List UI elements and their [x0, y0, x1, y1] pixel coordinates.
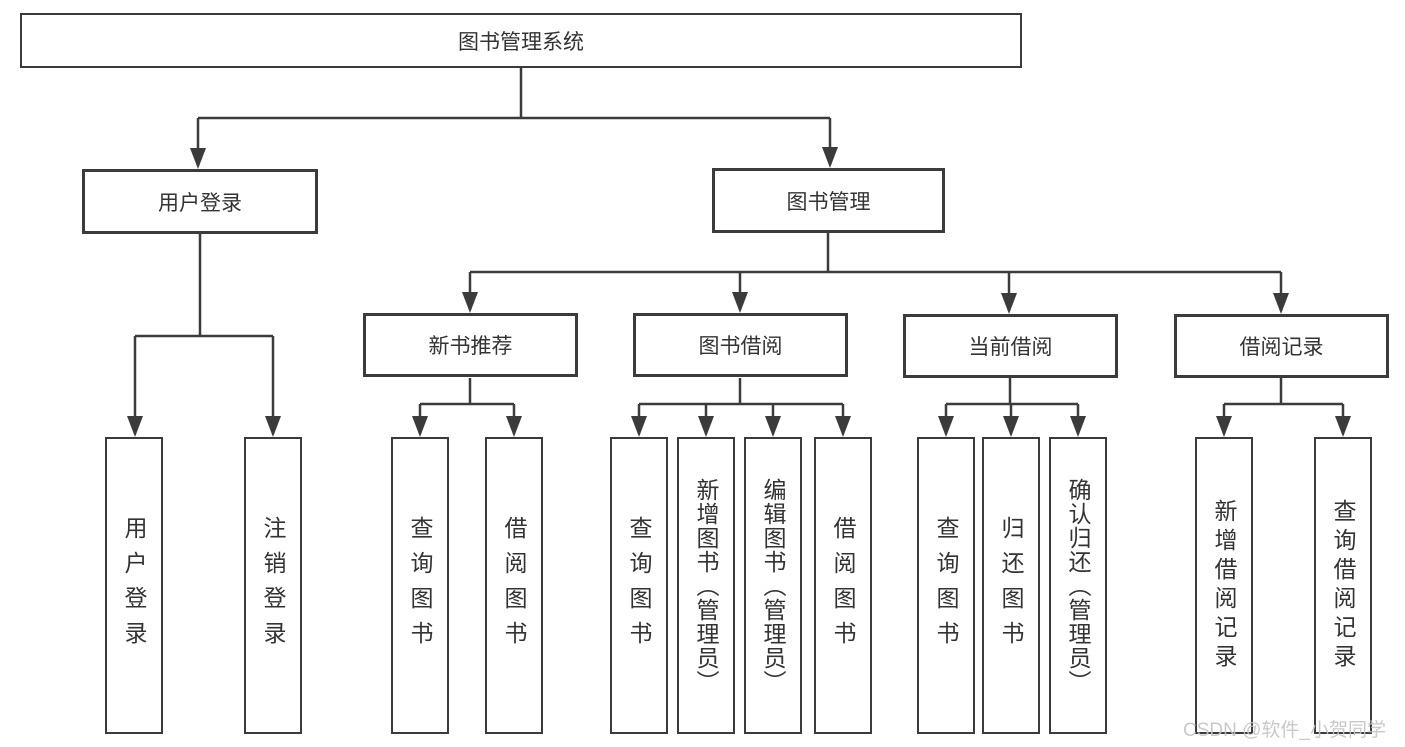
leaf-logout: 注销登录: [244, 437, 302, 734]
node-library-management-system: 图书管理系统: [20, 13, 1022, 68]
leaf-br-add-record: 新增借阅记录: [1195, 437, 1253, 734]
node-borrowing-records: 借阅记录: [1174, 314, 1389, 378]
leaf-cb-return-books: 归还图书: [982, 437, 1040, 734]
node-new-book-recommend: 新书推荐: [363, 313, 578, 377]
node-book-borrowing: 图书借阅: [633, 313, 848, 377]
leaf-bb-add-books-admin: 新增图书（管理员）: [677, 437, 735, 734]
node-current-borrowing: 当前借阅: [903, 314, 1118, 378]
leaf-bb-edit-books-admin: 编辑图书（管理员）: [744, 437, 802, 734]
leaf-cb-query-books: 查询图书: [917, 437, 975, 734]
node-book-management: 图书管理: [712, 168, 945, 233]
leaf-nb-query-books: 查询图书: [391, 437, 449, 734]
csdn-watermark: CSDN @软件_小贺同学: [1183, 720, 1386, 741]
leaf-br-query-record: 查询借阅记录: [1314, 437, 1372, 734]
leaf-nb-borrow-books: 借阅图书: [485, 437, 543, 734]
arrowheads: [127, 147, 1351, 437]
node-user-login: 用户登录: [82, 169, 318, 234]
leaf-cb-confirm-return-admin: 确认归还（管理员）: [1049, 437, 1107, 734]
leaf-user-login: 用户登录: [105, 437, 163, 734]
leaf-bb-borrow-books: 借阅图书: [814, 437, 872, 734]
leaf-bb-query-books: 查询图书: [610, 437, 668, 734]
